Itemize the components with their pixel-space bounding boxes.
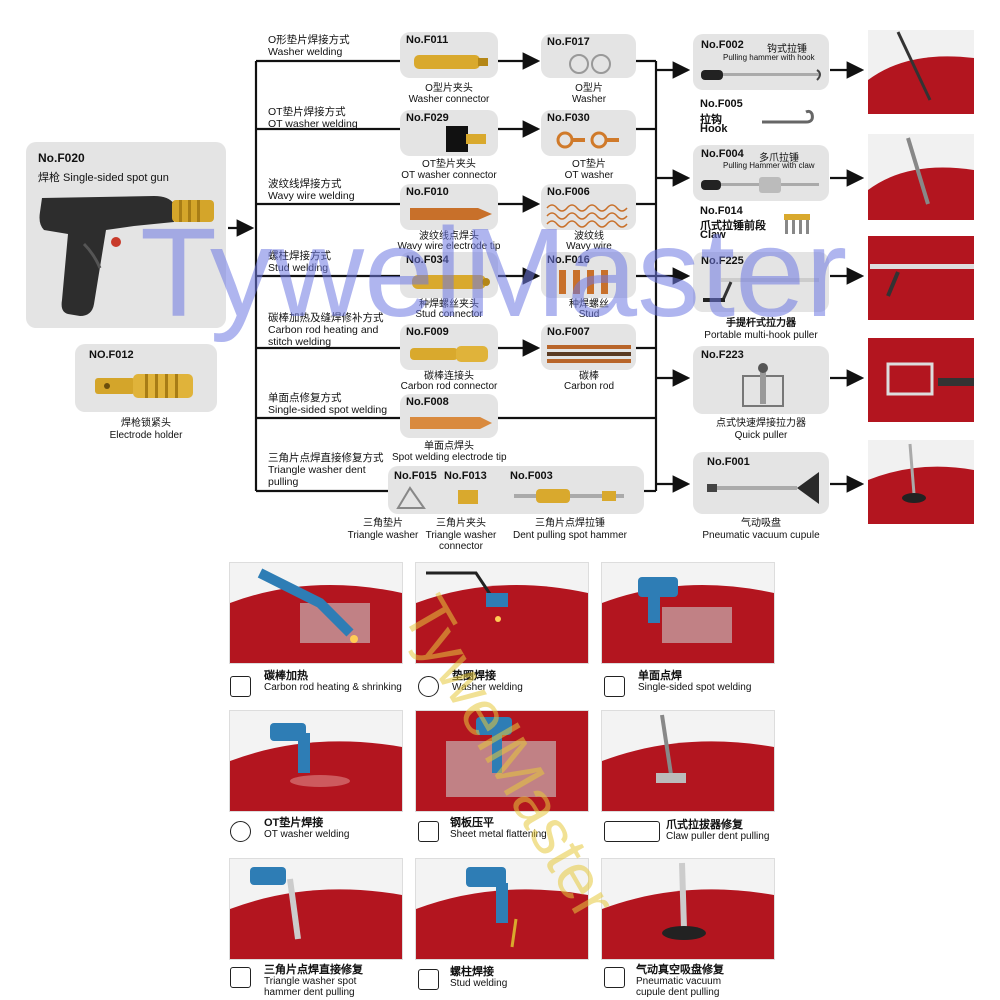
holder-cn: 焊枪锁紧头 bbox=[121, 418, 171, 429]
tile-4-photo bbox=[229, 710, 403, 812]
triangle-kit-icons bbox=[396, 486, 624, 509]
holder-en: Electrode holder bbox=[109, 430, 183, 441]
triangle-icon bbox=[230, 967, 251, 988]
car-photo-4 bbox=[868, 338, 974, 422]
spot-icon bbox=[604, 676, 625, 697]
tile-8-photo bbox=[415, 858, 589, 960]
consumable-f016: No.F016 bbox=[541, 252, 636, 298]
tile-7-photo bbox=[229, 858, 403, 960]
tool-f002: No.F002 钩式拉锤 Pulling hammer with hook bbox=[693, 34, 829, 90]
washer-icon bbox=[418, 676, 439, 697]
holder-code: NO.F012 bbox=[89, 349, 134, 361]
tile-6-photo bbox=[601, 710, 775, 812]
ot-washer-icon bbox=[556, 131, 619, 149]
tool-f001: No.F001 bbox=[693, 452, 829, 514]
vacuum-cupule-icon bbox=[707, 472, 819, 504]
stud-icon bbox=[418, 969, 439, 990]
carbon-rod-connector-icon bbox=[410, 346, 488, 362]
triangle-kit-panel: No.F015 No.F013 No.F003 bbox=[388, 466, 644, 514]
wavy-electrode-icon bbox=[410, 208, 492, 220]
connector-f034: No.F034 bbox=[400, 252, 498, 298]
consumable-f017: No.F017 bbox=[541, 34, 636, 78]
stud-icon bbox=[559, 270, 608, 294]
flatten-icon bbox=[418, 821, 439, 842]
connector-f029: No.F029 bbox=[400, 110, 498, 156]
car-photo-3 bbox=[868, 236, 974, 320]
claw-hammer-icon bbox=[701, 177, 819, 193]
connector-f011: No.F011 bbox=[400, 32, 498, 78]
electrode-holder-icon bbox=[95, 374, 193, 398]
wavy-wire-icon bbox=[546, 204, 628, 228]
spot-gun-panel: No.F020 焊枪 Single-sided spot gun bbox=[26, 142, 226, 328]
hook-icon bbox=[762, 109, 814, 124]
connector-f009: No.F009 bbox=[400, 324, 498, 370]
washer-connector-icon bbox=[414, 55, 488, 69]
hook-hammer-icon bbox=[701, 69, 821, 81]
quick-puller-icon bbox=[742, 363, 784, 407]
tool-f223: No.F223 bbox=[693, 346, 829, 414]
connector-f008: No.F008 bbox=[400, 394, 498, 438]
tile-3-photo bbox=[601, 562, 775, 664]
consumable-f006: No.F006 bbox=[541, 184, 636, 230]
flow-lines bbox=[228, 52, 865, 493]
consumable-f030: No.F030 bbox=[541, 110, 636, 156]
stud-connector-icon bbox=[412, 275, 490, 289]
washer-icon bbox=[569, 54, 611, 74]
vacuum-icon bbox=[604, 967, 625, 988]
car-photo-1 bbox=[868, 30, 974, 114]
tile-2-photo bbox=[415, 562, 589, 664]
gun-code: No.F020 bbox=[38, 151, 85, 165]
claw-icon bbox=[604, 821, 660, 842]
ot-washer-icon bbox=[230, 821, 251, 842]
car-photo-2 bbox=[868, 134, 974, 220]
ot-washer-connector-icon bbox=[446, 126, 486, 152]
multi-hook-puller-icon bbox=[703, 278, 819, 302]
tile-9-photo bbox=[601, 858, 775, 960]
consumable-f007: No.F007 bbox=[541, 324, 636, 370]
gun-name: 焊枪 Single-sided spot gun bbox=[38, 172, 169, 184]
tile-1-photo bbox=[229, 562, 403, 664]
claw-icon bbox=[784, 214, 810, 234]
tool-f004: No.F004 多爪拉锤 Pulling Hammer with claw bbox=[693, 145, 829, 201]
spot-electrode-icon bbox=[410, 417, 492, 429]
tool-f225: No.F225 bbox=[693, 252, 829, 312]
carbon-rod-icon bbox=[547, 345, 631, 363]
tile-5-photo bbox=[415, 710, 589, 812]
car-photo-5 bbox=[868, 440, 974, 524]
electrode-holder-panel: NO.F012 bbox=[75, 344, 217, 412]
flame-icon bbox=[230, 676, 251, 697]
spot-gun-icon bbox=[39, 196, 214, 316]
connector-f010: No.F010 bbox=[400, 184, 498, 230]
